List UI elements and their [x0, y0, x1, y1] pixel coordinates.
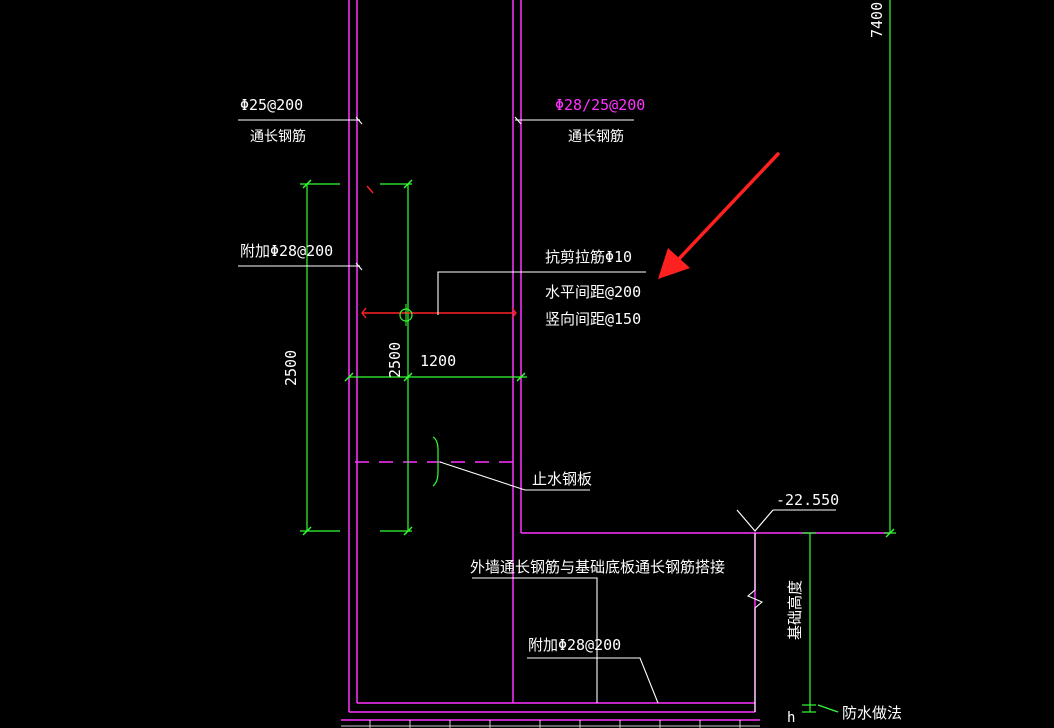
label-additional-upper: 附加Φ28@200 [240, 242, 333, 260]
label-h-spacing: 水平间距@200 [545, 283, 641, 301]
label-v-spacing: 竖向间距@150 [545, 310, 641, 328]
label-shear-bar: 抗剪拉筋Φ10 [545, 248, 632, 266]
label-rebar-inner: Φ28/25@200 [555, 96, 645, 114]
label-elevation: -22.550 [776, 491, 839, 509]
label-rebar-outer: Φ25@200 [240, 96, 303, 114]
label-dim-1200: 1200 [420, 352, 456, 370]
label-rebar-inner-sub: 通长钢筋 [568, 128, 624, 145]
annotation-arrow-icon [658, 152, 780, 279]
label-dim-2500-left: 2500 [282, 350, 300, 386]
label-waterstop: 止水钢板 [532, 470, 592, 488]
break-line [746, 533, 764, 712]
leader-ticks [355, 116, 522, 271]
label-waterproof: 防水做法 [842, 704, 902, 722]
wall-outline [341, 0, 890, 721]
label-dim-2500-mid: 2500 [386, 342, 404, 378]
label-lap-note: 外墙通长钢筋与基础底板通长钢筋搭接 [470, 558, 725, 576]
label-dim-7400: 7400 [868, 2, 886, 38]
label-additional-lower: 附加Φ28@200 [528, 636, 621, 654]
label-foundation-height: 基础高度 [786, 580, 804, 640]
shear-tie-bar [361, 185, 517, 319]
label-rebar-outer-sub: 通长钢筋 [250, 128, 306, 145]
dimension-ticks [302, 179, 895, 538]
label-h-mark: h [787, 710, 795, 726]
waterstop-bracket [432, 436, 439, 487]
elevation-marker-icon [736, 509, 774, 532]
bottom-slab-band [341, 720, 760, 728]
leader-lines [238, 119, 836, 704]
